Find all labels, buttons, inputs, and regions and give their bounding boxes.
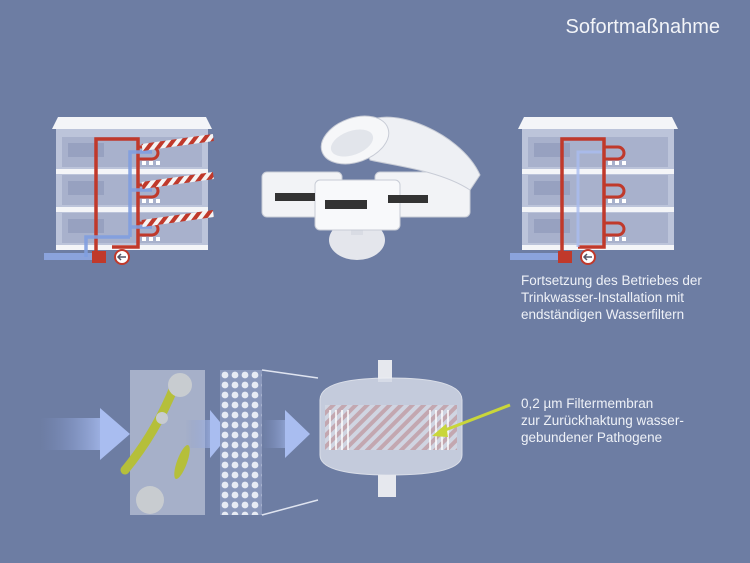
caption-line: Fortsetzung des Betriebes der xyxy=(521,273,702,288)
building-with-filters xyxy=(508,115,680,266)
caption-top: Fortsetzung des Betriebes der Trinkwasse… xyxy=(521,272,702,323)
caption-line: Trinkwasser-Installation mit xyxy=(521,290,685,305)
caption-bottom: 0,2 µm Filtermembran zur Zurückhaktung w… xyxy=(521,395,684,446)
page-title: Sofortmaßnahme xyxy=(565,16,720,38)
caption-line: endständigen Wasserfiltern xyxy=(521,307,685,322)
filter-products xyxy=(261,115,481,260)
filtration-diagram xyxy=(40,360,511,516)
caption-line: gebundener Pathogene xyxy=(521,430,663,445)
caption-line: zur Zurückhaktung wasser- xyxy=(521,413,684,428)
building-stagnation xyxy=(42,115,214,266)
caption-line: 0,2 µm Filtermembran xyxy=(521,396,654,411)
